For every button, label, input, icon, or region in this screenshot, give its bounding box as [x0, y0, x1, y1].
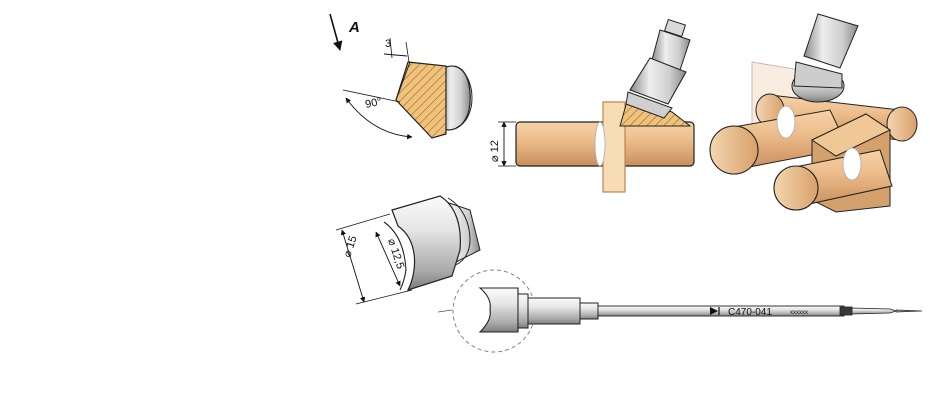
serial-mark-label: xxxxxx	[790, 310, 808, 316]
tip-side-view: ⌀ 12,5 ⌀ 15	[335, 195, 481, 305]
tip-on-workpiece	[619, 18, 692, 127]
view-arrow: A	[329, 13, 360, 51]
bevel-angle-label: 90°	[364, 96, 383, 111]
cartridge-full-view: C470-041 xxxxxx	[437, 269, 923, 353]
direction-triangle-icon	[710, 307, 718, 315]
workpiece-iso-view	[709, 13, 918, 213]
workpiece-front-view: ⌀ 12	[489, 18, 695, 193]
view-arrow-label: A	[348, 19, 360, 36]
tip-detail-cut-view: 3 90°	[342, 37, 473, 140]
work-diameter-label: ⌀ 12	[489, 140, 501, 162]
chamfer-width-label: 3	[385, 38, 391, 50]
part-number-label: C470-041	[728, 307, 772, 318]
inner-diameter-label: ⌀ 12,5	[385, 237, 406, 270]
